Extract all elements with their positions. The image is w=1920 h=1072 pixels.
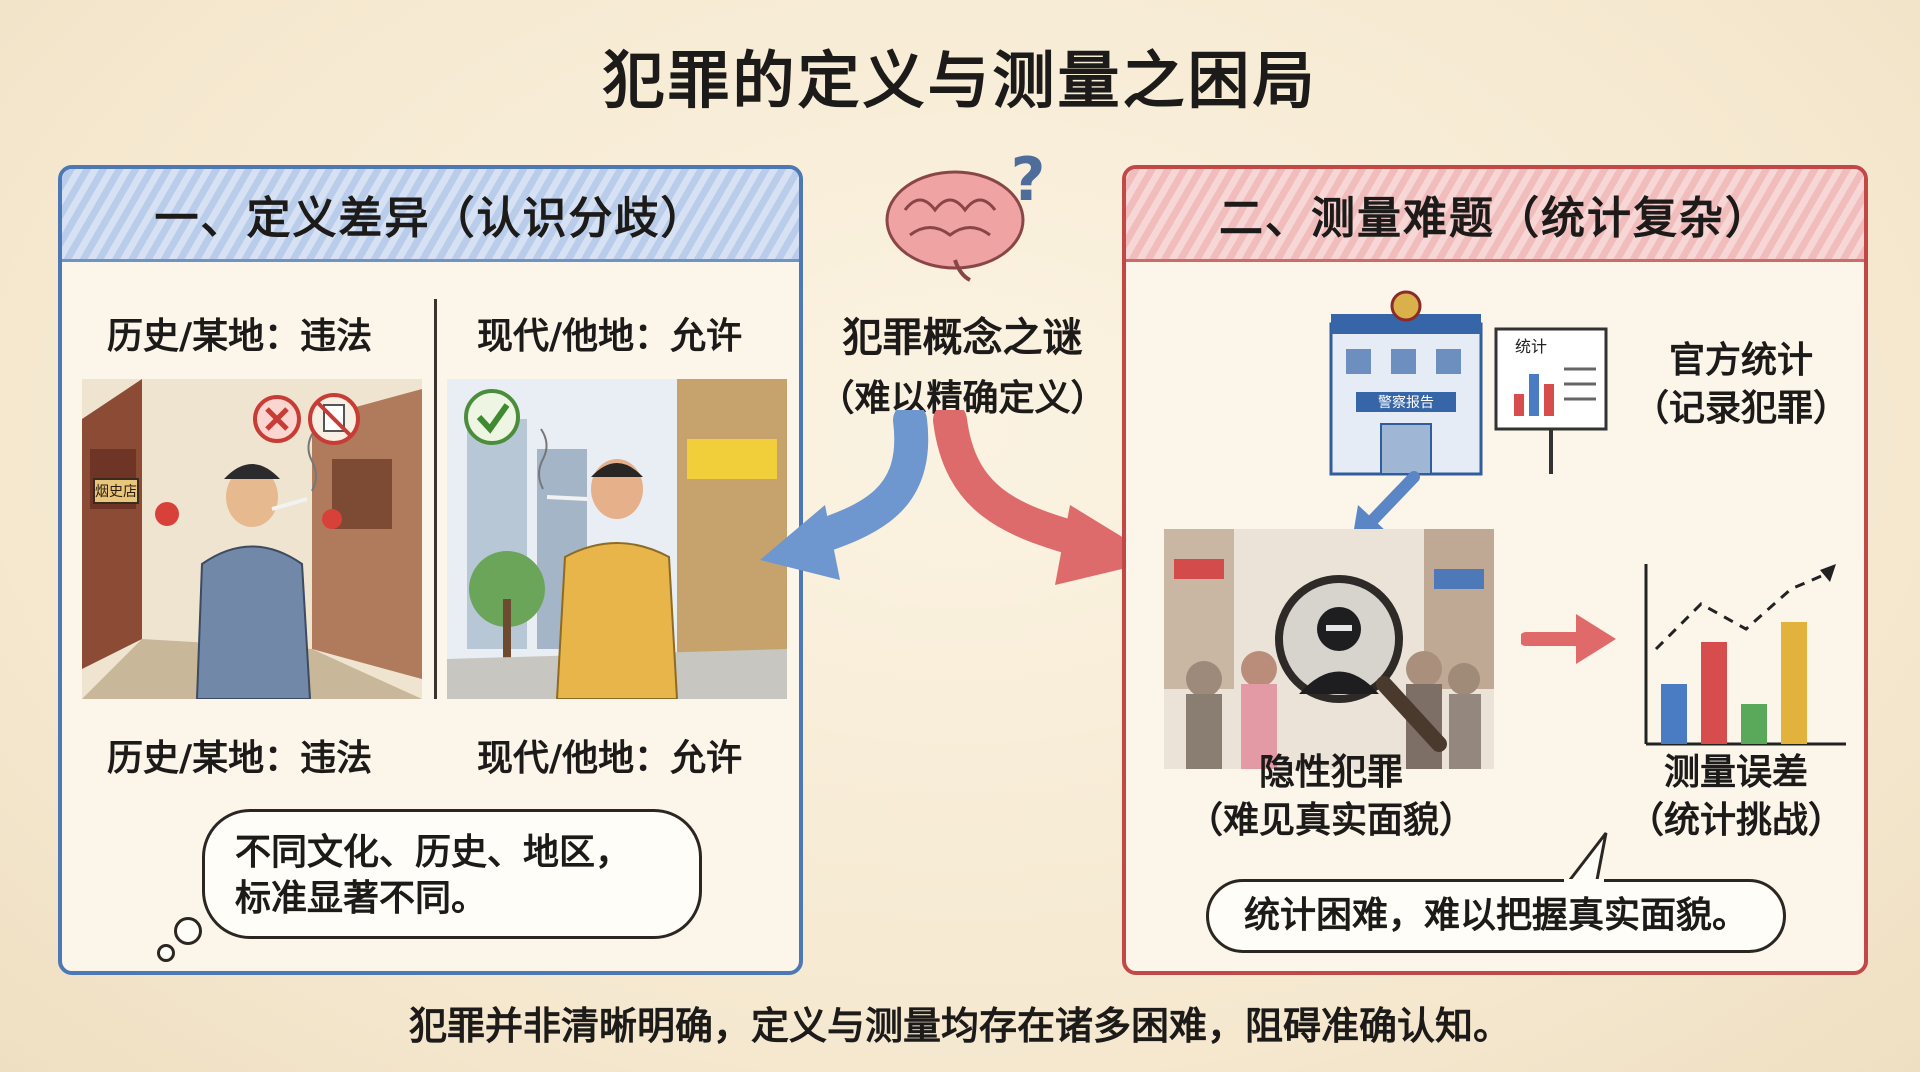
definition-panel: 一、定义差异（认识分歧） 历史/某地：违法 现代/他地：允许 烟史店 [58, 165, 803, 975]
stats-board-title: 统计 [1515, 337, 1547, 356]
bottom-right-label: 现代/他地：允许 [477, 738, 743, 779]
thought-bubble-dot [174, 917, 202, 945]
bottom-left-label: 历史/某地：违法 [107, 738, 373, 779]
speech-bubble-tail [1564, 832, 1608, 885]
definition-thought-bubble: 不同文化、历史、地区， 标准显著不同。 [202, 809, 702, 939]
hidden-crime-caption: 隐性犯罪 （难见真实面貌） [1156, 749, 1506, 845]
center-heading: 犯罪概念之谜 [842, 315, 1083, 361]
svg-text:?: ? [1011, 145, 1046, 215]
measurement-panel-header: 二、测量难题（统计复杂） [1126, 169, 1864, 262]
brain-question-icon: ? [885, 145, 1046, 282]
police-station-illustration: 警察报告 统计 [1329, 290, 1608, 476]
red-arrow-body [933, 410, 1097, 557]
panel-divider [434, 299, 437, 699]
top-right-label: 现代/他地：允许 [477, 316, 743, 357]
bubble-line-1: 不同文化、历史、地区， [235, 832, 632, 873]
hidden-crime-sub: （难见真实面貌） [1186, 800, 1475, 841]
official-stats-sub: （记录犯罪） [1632, 388, 1849, 429]
thought-bubble-dot [157, 944, 175, 962]
modern-scene-illustration [447, 379, 787, 699]
measurement-error-sub: （统计挑战） [1627, 800, 1844, 841]
diverging-arrows [760, 410, 1160, 585]
historic-scene-illustration: 烟史店 [82, 379, 422, 699]
official-stats-title: 官方统计 [1668, 340, 1813, 381]
hidden-crime-title: 隐性犯罪 [1258, 752, 1403, 793]
blue-arrow-body [793, 410, 929, 557]
measurement-error-title: 测量误差 [1663, 752, 1808, 793]
footer-summary: 犯罪并非清晰明确，定义与测量均存在诸多困难，阻碍准确认知。 [408, 1004, 1511, 1048]
lantern-icon [155, 502, 179, 526]
page-title: 犯罪的定义与测量之困局 [602, 44, 1318, 117]
police-emblem-icon [1390, 290, 1422, 322]
police-sign-text: 警察报告 [1378, 394, 1434, 411]
definition-panel-header: 一、定义差异（认识分歧） [62, 169, 799, 262]
top-left-label: 历史/某地：违法 [107, 316, 373, 357]
shop-sign-text: 烟史店 [95, 484, 137, 500]
measurement-panel: 二、测量难题（统计复杂） 警察报告 统计 官方统计 （记录犯罪） [1122, 165, 1868, 975]
check-mark-icon [464, 389, 520, 445]
right-arrow-icon [1521, 614, 1616, 664]
center-caption: 犯罪概念之谜 （难以精确定义） [810, 305, 1115, 421]
bubble-line-2: 标准显著不同。 [235, 878, 488, 919]
measurement-error-chart-icon [1644, 564, 1846, 746]
lantern-icon [322, 509, 342, 529]
official-stats-caption: 官方统计 （记录犯罪） [1626, 337, 1856, 433]
hidden-crime-crowd-illustration [1164, 529, 1494, 769]
measurement-error-caption: 测量误差 （统计挑战） [1611, 749, 1861, 845]
measurement-speech-bubble: 统计困难，难以把握真实面貌。 [1206, 879, 1786, 953]
blue-arrow-head [760, 505, 840, 580]
tree-icon [469, 551, 545, 627]
